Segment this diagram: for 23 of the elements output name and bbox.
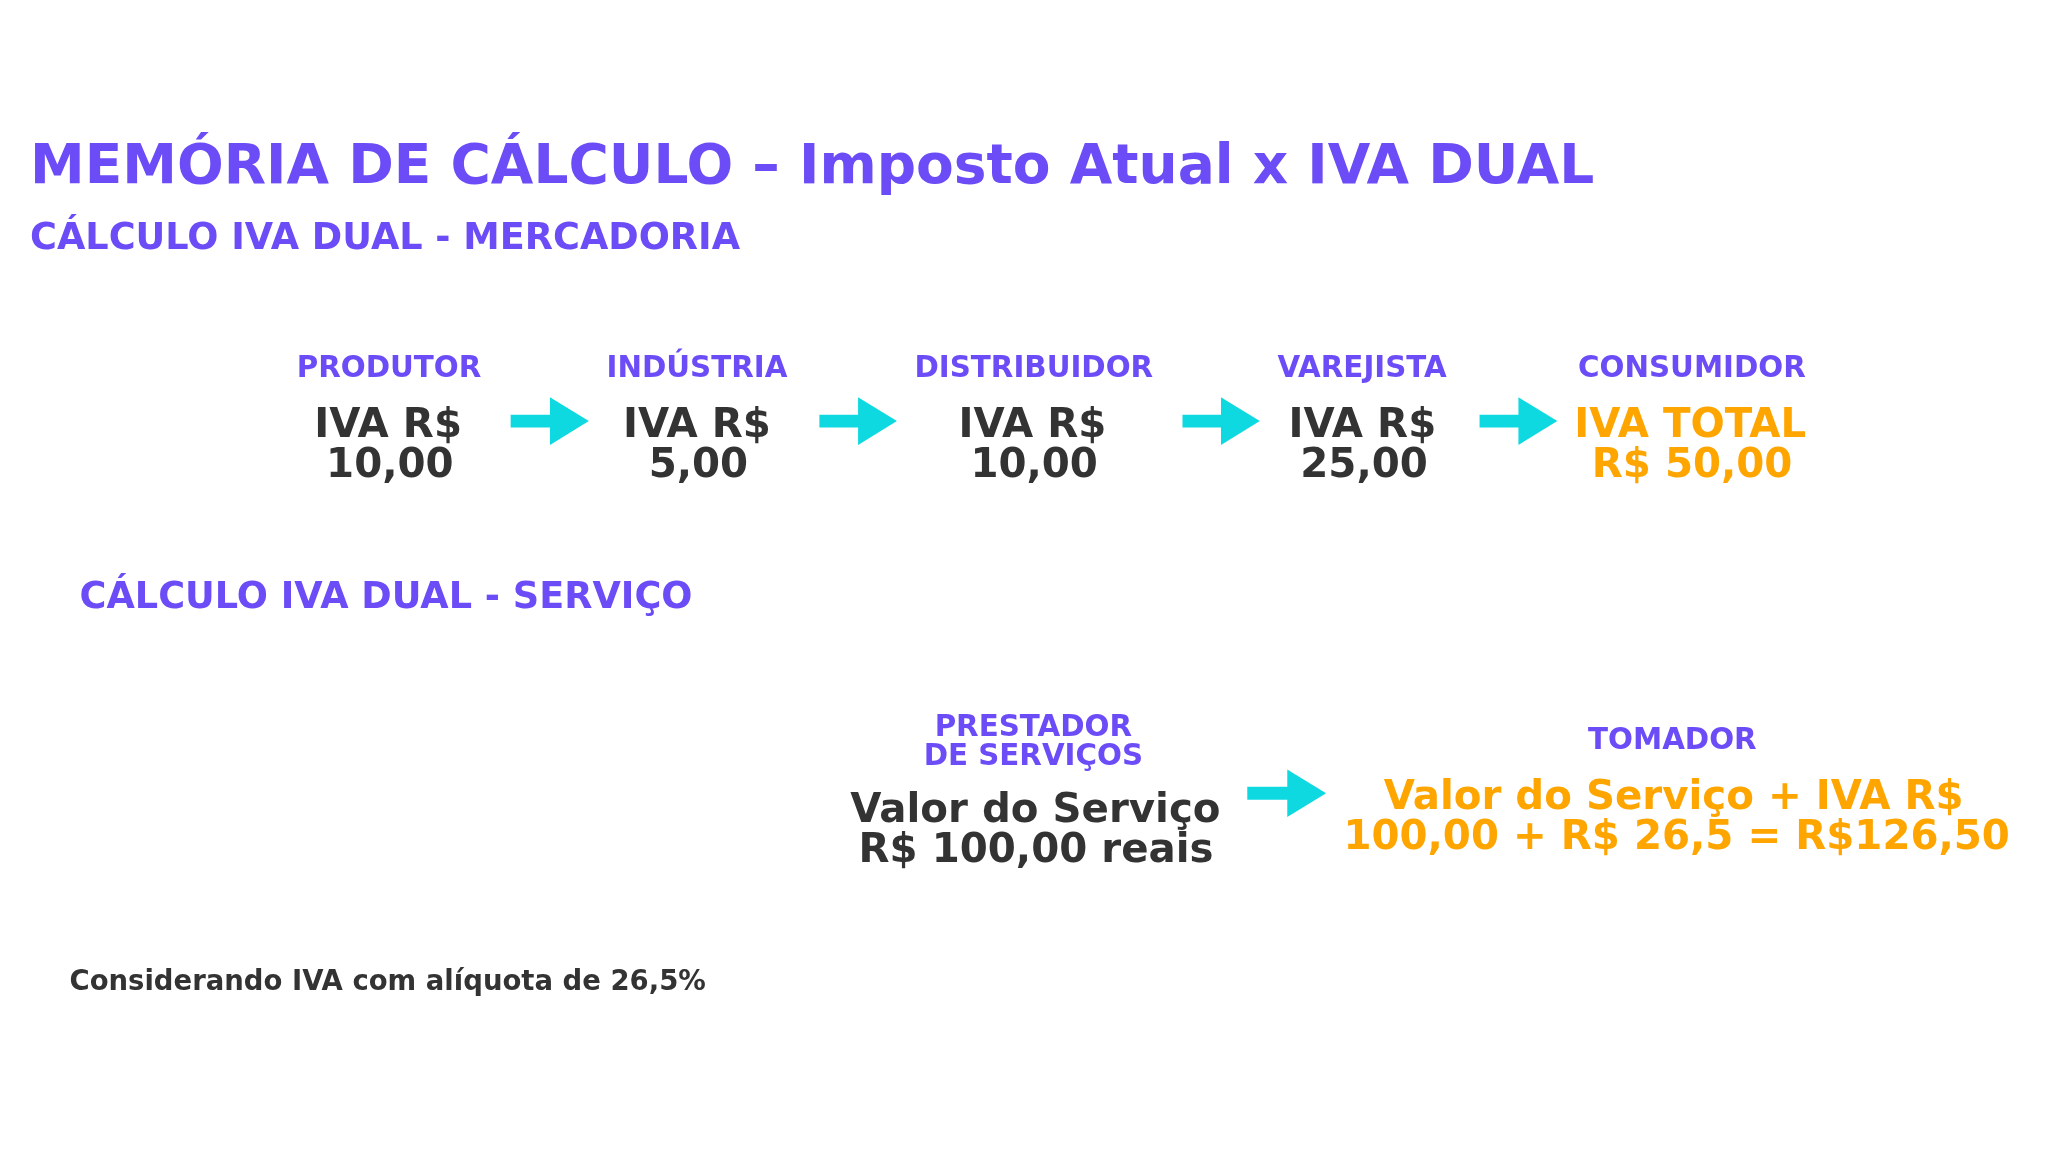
node-label: IVA R$ 10,00 <box>958 399 1107 488</box>
arrow <box>1182 397 1260 445</box>
node-text: DISTRIBUIDOR <box>914 349 1154 384</box>
label: Considerando IVA com alíquota de 26,5% <box>69 964 706 997</box>
diagram-title: MEMÓRIA DE CÁLCULO – Imposto Atual x IVA DUAL <box>30 131 1595 196</box>
node-label: Valor do Serviço R$ 100,00 reais <box>850 784 1221 873</box>
label: CÁLCULO IVA DUAL - MERCADORIA <box>30 214 741 258</box>
node-label: IVA R$ 10,00 <box>314 399 462 488</box>
node-text: VAREJISTA <box>1277 349 1447 384</box>
node-label: Valor do Serviço + IVA R$ 100,00 + R$ 26,5 = R$126,50 <box>1343 771 2010 860</box>
node-label: IVA R$ 25,00 <box>1288 399 1437 488</box>
label: CÁLCULO IVA DUAL - SERVIÇO <box>79 574 693 618</box>
node-text: PRESTADOR DE SERVIÇOS <box>923 709 1144 773</box>
node-label: IVA TOTAL R$ 50,00 <box>1574 399 1807 488</box>
node-label: IVA R$ 5,00 <box>623 399 771 488</box>
node-text: INDÚSTRIA <box>606 349 788 384</box>
arrow <box>1247 769 1327 817</box>
arrow <box>510 397 589 445</box>
node-text: PRODUTOR <box>296 349 482 384</box>
arrow <box>819 397 897 445</box>
node-text: CONSUMIDOR <box>1578 349 1806 384</box>
arrow <box>1479 397 1558 445</box>
node-text: TOMADOR <box>1588 721 1757 756</box>
